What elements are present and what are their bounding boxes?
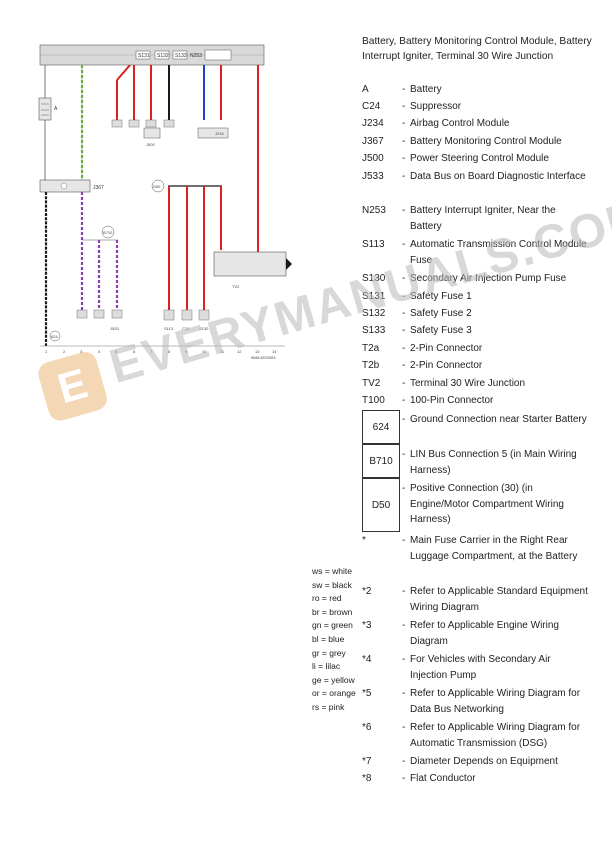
color-key-item: ws = white [312, 566, 352, 576]
color-key-item: ge = yellow [312, 674, 355, 685]
module-label-j533: J533 [110, 326, 119, 331]
ground-624-label: 624 [51, 334, 58, 339]
color-key-item: gr = grey [312, 647, 346, 658]
color-key: ws = white sw = black ro = red br = brow… [312, 565, 356, 715]
color-key-item: or = orange [312, 688, 356, 699]
module-label-j367: J367 [93, 185, 104, 191]
module-j234 [197, 127, 229, 139]
fuse-s113 [163, 309, 175, 321]
color-key-item: bl = blue [312, 633, 345, 644]
ground-number: 3 [80, 349, 83, 354]
fuse-label-s131: S131 [138, 53, 150, 59]
wiring-diagram: S131 S132 S133 N253 A J367 624 B710 J533… [38, 44, 292, 360]
lin-b710-label: B710 [103, 230, 113, 235]
ground-number: 10 [202, 349, 207, 354]
module-j500 [143, 127, 161, 139]
ground-number: 7 [150, 349, 153, 354]
fuse-s130 [198, 309, 210, 321]
ground-number: 4 [98, 349, 101, 354]
fuse-s132 [154, 50, 170, 60]
ground-number: 12 [237, 349, 242, 354]
ground-number: 8 [168, 349, 171, 354]
ground-number: 5 [115, 349, 118, 354]
legend-title: Battery, Battery Monitoring Control Modu… [362, 36, 592, 62]
color-key-item: gn = green [312, 620, 353, 631]
fuse-label-s133: S133 [175, 53, 187, 59]
ground-number: 9 [185, 349, 188, 354]
ground-number: 14 [272, 349, 277, 354]
junction-d50-label: D50 [153, 184, 161, 189]
fuse-label-s113: S113 [164, 326, 174, 331]
fuse-label-s132: S132 [157, 53, 169, 59]
ground-number: 6 [133, 349, 136, 354]
igniter-n253 [204, 49, 232, 61]
color-key-item: ro = red [312, 593, 342, 604]
suppressor-label-c24: C24 [182, 326, 190, 331]
fuse-s133 [172, 50, 188, 60]
code-box-624: 624 [362, 410, 400, 444]
battery-a [38, 97, 52, 121]
code-box-b710: B710 [362, 444, 400, 478]
fuse-label-s130: S130 [199, 326, 209, 331]
diagram-ref-code: 96814020003 [251, 355, 276, 360]
ground-number: 2 [63, 349, 66, 354]
battery-label: A [54, 106, 58, 112]
junction-label-tv2: TV2 [232, 284, 240, 289]
color-key-item: sw = black [312, 579, 352, 590]
ground-number: 13 [255, 349, 260, 354]
module-label-j500: J500 [146, 142, 155, 147]
fuse-label-n253: N253 [190, 53, 202, 59]
color-key-item: br = brown [312, 606, 353, 617]
ground-number: 11 [220, 349, 225, 354]
code-box-d50: D50 [362, 478, 400, 532]
boxed-codes: 624 B710 D50 [362, 410, 400, 532]
color-key-item: rs = pink [312, 701, 345, 712]
color-key-item: li = lilac [312, 661, 341, 672]
module-label-j234: J234 [215, 131, 224, 136]
suppressor-c24 [181, 309, 193, 321]
ground-number: 1 [45, 349, 48, 354]
fuse-s131 [135, 50, 151, 60]
junction-tv2 [213, 251, 287, 277]
